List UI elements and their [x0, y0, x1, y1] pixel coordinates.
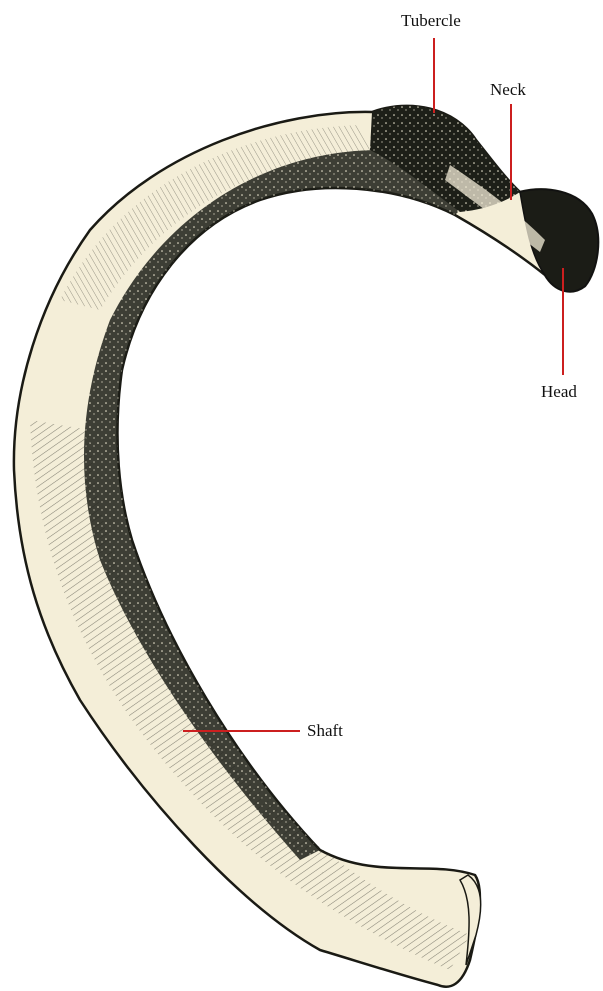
- tubercle-label: Tubercle: [401, 12, 461, 29]
- neck-label: Neck: [490, 81, 526, 98]
- head-label: Head: [541, 383, 577, 400]
- shaft-label: Shaft: [307, 722, 343, 739]
- rib-tubercle-region: [370, 106, 520, 212]
